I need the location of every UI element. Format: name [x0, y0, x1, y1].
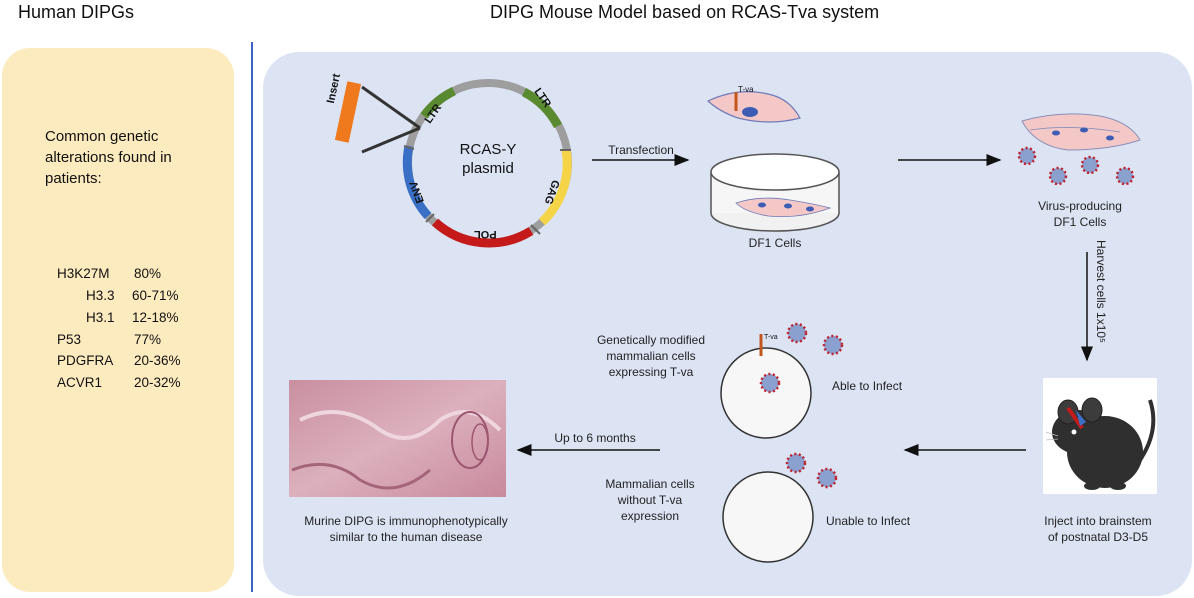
intro-line-3: patients:	[45, 170, 102, 187]
unmodified-cell	[722, 471, 814, 563]
stat-value-acvr1: 20-32%	[134, 375, 181, 390]
cluster-nucleus	[1106, 135, 1114, 141]
cluster-nucleus	[1052, 130, 1060, 136]
inject-line-1: Inject into brainstem	[1044, 514, 1152, 528]
stat-name-pdgfra: PDGFRA	[57, 353, 114, 368]
ltr-right-segment	[521, 88, 562, 129]
stat-value-h31: 12-18%	[132, 310, 179, 325]
injection-needle	[1066, 406, 1084, 430]
pol-segment	[431, 218, 534, 248]
pol-label: POL	[474, 228, 497, 240]
unmodified-line-1: Mammalian cells	[605, 477, 695, 491]
dish-cell-nucleus	[758, 202, 766, 208]
modified-cell-label: Genetically modified mammalian cells exp…	[586, 332, 716, 380]
virus-particle	[1017, 146, 1037, 166]
virus-particle	[786, 322, 808, 344]
stat-value-pdgfra: 20-36%	[134, 353, 181, 368]
injection-tip	[1076, 410, 1086, 426]
virus-particle	[785, 452, 807, 474]
stat-value-h33: 60-71%	[132, 288, 179, 303]
tva-small-label: T-va	[764, 334, 778, 341]
harvest-label: Harvest cells 1x10⁵	[1094, 240, 1108, 344]
stat-value-h3k27m: 80%	[134, 266, 162, 281]
virus-particle	[1048, 166, 1068, 186]
virus-particle	[1115, 166, 1135, 186]
unable-to-infect-label: Unable to Infect	[826, 514, 911, 528]
virus-particle	[816, 467, 838, 489]
title-mouse-model: DIPG Mouse Model based on RCAS-Tva syste…	[490, 2, 880, 22]
stat-name-h31: H3.1	[86, 310, 115, 325]
tva-cell-nucleus	[742, 107, 758, 117]
stat-value-p53: 77%	[134, 332, 162, 347]
tva-cell	[706, 91, 801, 123]
intro-line-1: Common genetic	[45, 128, 159, 145]
unmodified-cell-label: Mammalian cells without T-va expression	[590, 476, 710, 524]
virus-producing-cells	[1021, 113, 1141, 151]
inject-label: Inject into brainstem of postnatal D3-D5	[1016, 513, 1180, 545]
histology-texture	[291, 462, 431, 490]
insert-bar	[334, 81, 362, 143]
murine-line-1: Murine DIPG is immunophenotypically	[304, 514, 508, 528]
dish-cell-nucleus	[784, 203, 792, 209]
ltr-left-segment	[420, 86, 457, 119]
cell-boundary	[1029, 127, 1121, 133]
petri-dish-rim	[710, 153, 840, 191]
env-segment	[402, 145, 432, 220]
modified-line-2: mammalian cells	[606, 349, 696, 363]
tva-cell-label: T-va	[738, 85, 754, 94]
cluster-nucleus	[1080, 127, 1088, 133]
intro-line-2: alterations found in	[45, 149, 172, 166]
dish-cell-nucleus	[806, 206, 814, 212]
df1-cells-label: DF1 Cells	[748, 236, 802, 250]
months-label: Up to 6 months	[554, 431, 636, 445]
plasmid-line-2: plasmid	[462, 160, 514, 177]
virus-particle	[822, 334, 844, 356]
virus-particle	[759, 372, 781, 394]
stat-name-h33: H3.3	[86, 288, 115, 303]
stat-name-acvr1: ACVR1	[57, 375, 103, 390]
gag-segment	[538, 149, 572, 226]
plasmid-tick	[403, 145, 415, 150]
murine-dipg-caption: Murine DIPG is immunophenotypically simi…	[276, 513, 536, 545]
modified-line-1: Genetically modified	[596, 333, 706, 347]
inject-line-2: of postnatal D3-D5	[1047, 530, 1149, 544]
plasmid-line-1: RCAS-Y	[459, 141, 517, 158]
murine-line-2: similar to the human disease	[329, 530, 483, 544]
title-human-dipgs: Human DIPGs	[18, 2, 135, 22]
plasmid-name: RCAS-Y plasmid	[448, 140, 528, 178]
able-to-infect-label: Able to Infect	[832, 379, 903, 393]
unmodified-line-2: without T-va	[617, 493, 683, 507]
dish-cells	[735, 197, 832, 218]
histology-texture	[471, 423, 489, 461]
transfection-label: Transfection	[608, 143, 674, 157]
stat-name-p53: P53	[57, 332, 82, 347]
stat-name-h3k27m: H3K27M	[57, 266, 110, 281]
modified-line-3: expressing T-va	[608, 365, 694, 379]
genetic-alterations-intro: Common genetic alterations found in pati…	[45, 126, 215, 189]
virus-particle	[1080, 155, 1100, 175]
plasmid-tick	[530, 224, 541, 235]
human-dipg-panel	[2, 48, 234, 592]
mouse-illustration	[1045, 397, 1156, 490]
virus-producing-line-2: DF1 Cells	[1053, 215, 1107, 229]
virus-producing-line-1: Virus-producing	[1038, 199, 1122, 213]
virus-producing-label: Virus-producing DF1 Cells	[1016, 198, 1144, 230]
plasmid-tick	[425, 213, 435, 223]
panel-divider	[251, 42, 253, 592]
insert-line-lower	[361, 126, 421, 154]
insert-line-upper	[361, 85, 421, 130]
unmodified-line-3: expression	[620, 509, 680, 523]
modified-cell	[720, 347, 812, 439]
